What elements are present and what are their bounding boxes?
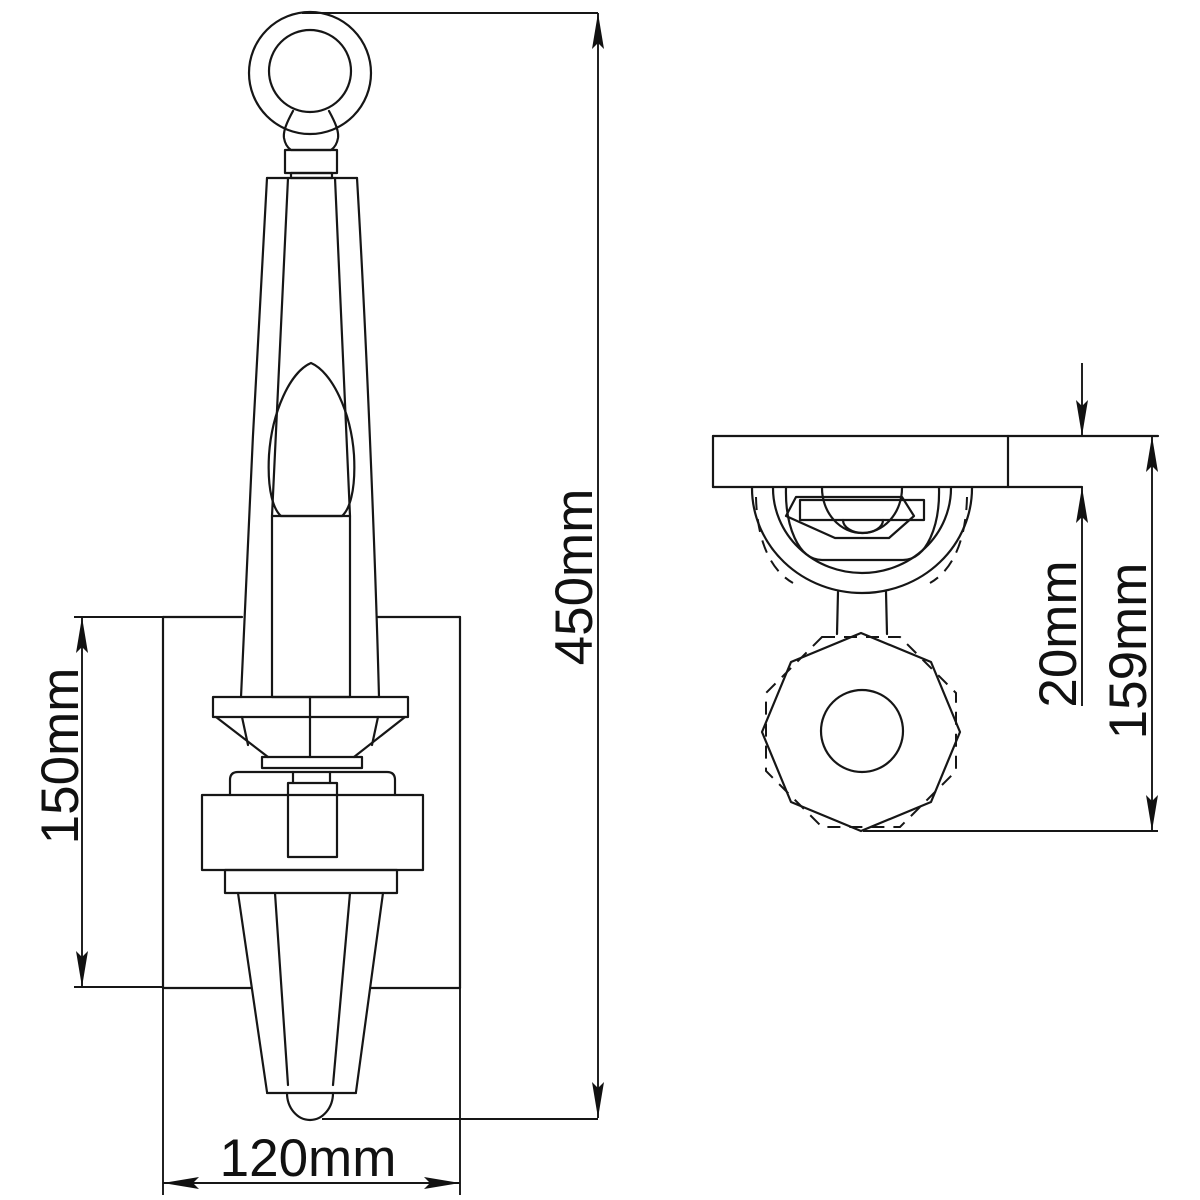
- arrowhead-right: [424, 1177, 460, 1189]
- dim-150-label: 150mm: [31, 668, 90, 845]
- collar: [283, 148, 339, 175]
- dimension-150: 150mm: [31, 616, 163, 988]
- dimension-450: 450mm: [302, 12, 604, 1120]
- arrowhead-left: [163, 1177, 199, 1189]
- arrowhead-up: [1076, 487, 1088, 523]
- bracket-assembly: [200, 770, 425, 895]
- arrowhead-down: [1076, 400, 1088, 436]
- arrowhead-up: [76, 617, 88, 653]
- front-view: [161, 10, 462, 1122]
- backplate: [161, 615, 462, 990]
- ring-outer: [247, 10, 373, 136]
- dimension-159: 159mm: [863, 436, 1158, 832]
- side-center-hole: [819, 688, 905, 774]
- side-dome-outer: [820, 486, 904, 535]
- candle-inner-left: [270, 176, 290, 518]
- side-crystal-sphere: [760, 631, 962, 833]
- side-band: [798, 498, 926, 522]
- candle-outer-left: [239, 176, 269, 699]
- candle-outer-right: [355, 176, 381, 699]
- dim-450-label: 450mm: [545, 489, 604, 666]
- lower-finial: [236, 891, 385, 1122]
- arrowhead-down: [592, 1082, 604, 1118]
- side-dome-inner: [841, 518, 885, 535]
- side-view: [711, 434, 1160, 833]
- dimension-120: 120mm: [162, 988, 461, 1195]
- side-plate: [711, 434, 1160, 489]
- side-stem: [835, 590, 889, 636]
- candle-cup: [270, 514, 352, 699]
- finial-dome: [285, 1091, 335, 1122]
- dim-159-label: 159mm: [1099, 563, 1158, 740]
- bulb-outline: [267, 361, 356, 518]
- arrowhead-down: [1146, 795, 1158, 831]
- bobeche: [211, 695, 410, 770]
- dimension-20: 20mm: [1029, 363, 1088, 708]
- arrowhead-up: [592, 13, 604, 49]
- dim-20-label: 20mm: [1029, 560, 1088, 707]
- candle-inner-right: [333, 176, 352, 518]
- arrowhead-down: [76, 951, 88, 987]
- ring-inner: [267, 28, 353, 114]
- side-bracket: [750, 486, 974, 595]
- arrowhead-up: [1146, 436, 1158, 472]
- dim-120-label: 120mm: [220, 1129, 397, 1188]
